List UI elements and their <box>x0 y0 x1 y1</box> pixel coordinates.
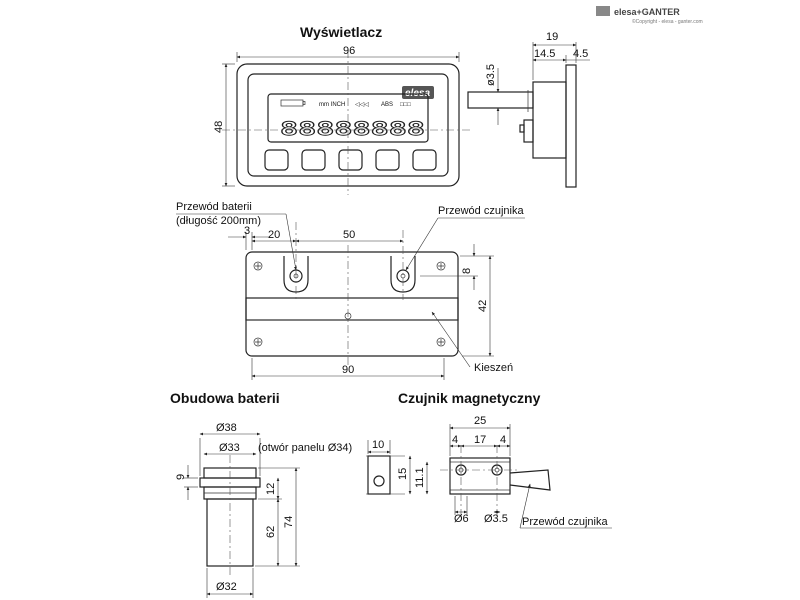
dim-sens-seg2: 17 <box>474 434 486 446</box>
dim-back-height: 42 <box>477 300 489 312</box>
dim-back-offset: 3 <box>244 225 250 237</box>
magnetic-sensor-title: Czujnik magnetyczny <box>398 390 541 406</box>
keypad-button <box>301 149 326 171</box>
keypad-button <box>338 149 363 171</box>
dim-sens-width: 10 <box>372 439 384 451</box>
keypad-button <box>375 149 400 171</box>
keypad-button <box>412 149 437 171</box>
sensor-wire-label: Przewód czujnika <box>438 205 524 217</box>
display-back-view: Przewód baterii (długość 200mm) Przewód … <box>176 201 525 380</box>
dim-display-height: 48 <box>213 121 225 133</box>
battery-housing-view: Ø38 Ø33 (otwór panelu Ø34) 9 12 62 74 Ø3… <box>175 422 352 598</box>
dim-bat-total: 74 <box>283 516 295 528</box>
dim-side-total: 19 <box>546 31 558 43</box>
dim-display-width: 96 <box>343 45 355 57</box>
keypad <box>264 149 437 171</box>
keypad-button <box>264 149 289 171</box>
battery-wire-length-label: (długość 200mm) <box>176 215 261 227</box>
sensor-wire-label-2: Przewód czujnika <box>522 516 608 528</box>
dim-sens-seg3: 4 <box>500 434 506 446</box>
dim-sens-dia1: Ø6 <box>454 513 469 525</box>
dim-bat-outer: Ø38 <box>216 422 237 434</box>
dim-bat-bottom: Ø32 <box>216 581 237 593</box>
battery-wire-label: Przewód baterii <box>176 201 252 213</box>
display-title: Wyświetlacz <box>300 24 382 40</box>
panel-hole-label: (otwór panelu Ø34) <box>258 442 352 454</box>
dim-back-hole1: 20 <box>268 229 280 241</box>
battery-indicator-icon <box>280 99 304 107</box>
magnetic-sensor-view: 10 15 11.1 25 4 17 4 Ø6 Ø3.5 <box>366 415 612 529</box>
dim-sens-hole-height: 11.1 <box>414 467 426 488</box>
dim-back-hole-offset: 8 <box>461 268 473 274</box>
dim-side-front: 4.5 <box>573 48 588 60</box>
dim-sens-length: 25 <box>474 415 486 427</box>
pocket-label: Kieszeń <box>474 362 513 374</box>
dim-side-shaft: ø3.5 <box>485 64 497 86</box>
dim-sens-dia2: Ø3.5 <box>484 513 508 525</box>
direction-indicator: ◁◁◁ <box>355 102 369 108</box>
corner-screw-icon <box>253 261 446 347</box>
dim-sens-height: 15 <box>397 468 409 480</box>
mode-indicator: □□□ <box>400 102 411 108</box>
dim-bat-body: 62 <box>265 526 277 538</box>
battery-housing-title: Obudowa baterii <box>170 390 280 406</box>
display-side-view: 19 14.5 4.5 ø3.5 <box>467 31 590 188</box>
brand-header: elesa+GANTER ©Copyright - elesa - ganter… <box>596 6 703 25</box>
dim-back-spacing: 50 <box>343 229 355 241</box>
dim-back-width: 90 <box>342 364 354 376</box>
dim-bat-panel: Ø33 <box>219 442 240 454</box>
dim-bat-collar: 12 <box>265 483 277 495</box>
brand-copyright: ©Copyright - elesa - ganter.com <box>632 18 703 25</box>
display-front-view: elesa mm INCH ◁◁◁ ABS □□□ 88888888 96 48 <box>213 45 472 195</box>
brand-logo-icon <box>596 6 610 16</box>
dim-bat-flange: 9 <box>175 474 187 480</box>
dim-side-body: 14.5 <box>534 48 555 60</box>
dim-sens-seg1: 4 <box>452 434 458 446</box>
units-indicator: mm INCH <box>319 102 345 108</box>
brand-name: elesa+GANTER <box>614 7 680 17</box>
abs-indicator: ABS <box>381 102 393 108</box>
display-logo-badge <box>402 86 434 99</box>
seven-segment-digits: 88888888 <box>280 118 425 140</box>
